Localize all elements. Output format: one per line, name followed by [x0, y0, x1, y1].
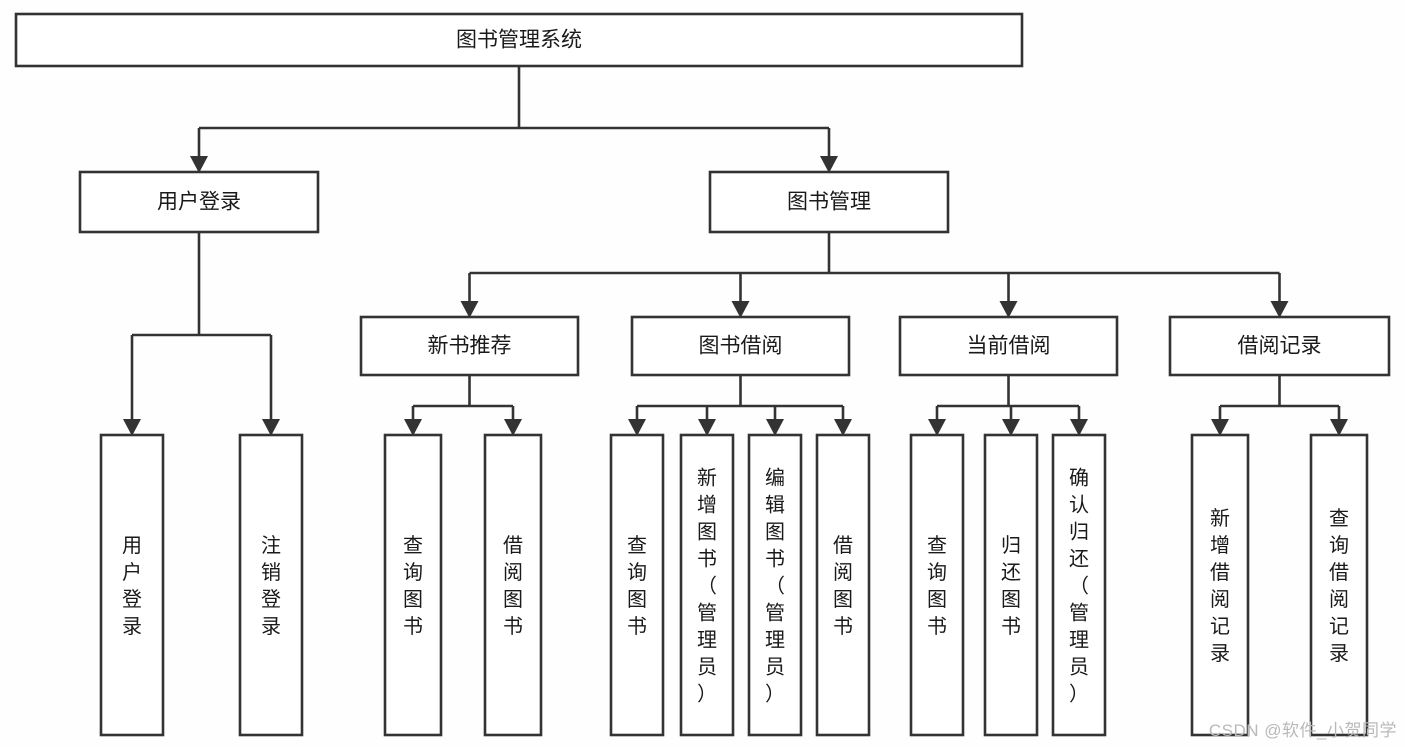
- node-borrow-record[interactable]: 借阅记录: [1168, 315, 1391, 377]
- arrow-icon-leaf-user-login: [123, 419, 141, 436]
- node-leaf-edit-book[interactable]: 编辑图书（管理员）: [747, 433, 803, 737]
- node-box-book-manage[interactable]: [708, 170, 950, 234]
- node-box-leaf-query-record[interactable]: [1309, 433, 1369, 737]
- edge-group-book-borrow: [628, 375, 852, 436]
- node-label-leaf-edit-book: 编辑图书（管理员）: [765, 467, 785, 706]
- arrow-icon-leaf-borrow-book-bw: [834, 419, 852, 436]
- node-label-new-book-rec: 新书推荐: [428, 335, 512, 358]
- node-box-leaf-query-book-bw[interactable]: [609, 433, 665, 737]
- arrow-icon-book-manage: [820, 156, 838, 173]
- node-label-root: 图书管理系统: [456, 29, 582, 52]
- node-label-borrow-record: 借阅记录: [1238, 335, 1322, 358]
- edge-group-current-borrow: [928, 375, 1088, 436]
- node-box-leaf-edit-book[interactable]: [747, 433, 803, 737]
- node-label-current-borrow: 当前借阅: [967, 335, 1051, 358]
- node-box-borrow-record[interactable]: [1168, 315, 1391, 377]
- arrow-icon-leaf-edit-book: [766, 419, 784, 436]
- node-book-borrow[interactable]: 图书借阅: [630, 315, 851, 377]
- node-leaf-query-book-cur[interactable]: 查询图书: [909, 433, 965, 737]
- node-leaf-add-record[interactable]: 新增借阅记录: [1190, 433, 1250, 737]
- node-label-leaf-query-record: 查询借阅记录: [1329, 507, 1349, 665]
- arrow-icon-borrow-record: [1270, 301, 1289, 318]
- arrow-icon-leaf-query-book-bw: [628, 419, 646, 436]
- node-label-leaf-add-book: 新增图书（管理员）: [697, 467, 717, 706]
- connector-layer: [123, 66, 1348, 436]
- node-leaf-return-book[interactable]: 归还图书: [983, 433, 1039, 737]
- node-box-leaf-add-record[interactable]: [1190, 433, 1250, 737]
- arrow-icon-leaf-add-book: [698, 419, 716, 436]
- node-label-leaf-query-book-cur: 查询图书: [927, 534, 947, 638]
- node-leaf-borrow-book-rec[interactable]: 借阅图书: [483, 433, 543, 737]
- node-label-leaf-borrow-book-rec: 借阅图书: [503, 534, 523, 638]
- arrow-icon-leaf-query-record: [1330, 419, 1348, 436]
- node-box-leaf-logout[interactable]: [238, 433, 304, 737]
- edge-group-user-login: [123, 232, 280, 436]
- node-label-leaf-query-book-rec: 查询图书: [403, 534, 423, 638]
- node-leaf-query-book-bw[interactable]: 查询图书: [609, 433, 665, 737]
- node-new-book-rec[interactable]: 新书推荐: [359, 315, 580, 377]
- node-label-book-manage: 图书管理: [787, 191, 871, 214]
- node-box-leaf-query-book-cur[interactable]: [909, 433, 965, 737]
- edge-group-book-manage: [460, 232, 1289, 318]
- node-box-leaf-borrow-book-rec[interactable]: [483, 433, 543, 737]
- edge-group-root: [190, 66, 838, 173]
- node-label-leaf-user-login: 用户登录: [122, 535, 142, 638]
- node-leaf-confirm-return[interactable]: 确认归还（管理员）: [1051, 433, 1107, 737]
- arrow-icon-book-borrow: [731, 301, 750, 318]
- node-leaf-user-login[interactable]: 用户登录: [99, 433, 165, 737]
- arrow-icon-current-borrow: [999, 301, 1018, 318]
- node-label-leaf-confirm-return: 确认归还（管理员）: [1069, 467, 1089, 706]
- arrow-icon-leaf-query-book-rec: [404, 419, 422, 436]
- edge-group-borrow-record: [1211, 375, 1348, 436]
- arrow-icon-leaf-add-record: [1211, 419, 1229, 436]
- arrow-icon-leaf-borrow-book-rec: [504, 419, 522, 436]
- node-box-root[interactable]: [14, 12, 1024, 68]
- node-box-leaf-query-book-rec[interactable]: [383, 433, 443, 737]
- arrow-icon-new-book-rec: [460, 301, 479, 318]
- node-box-leaf-return-book[interactable]: [983, 433, 1039, 737]
- arrow-icon-leaf-confirm-return: [1070, 419, 1088, 436]
- arrow-icon-user-login: [190, 156, 208, 173]
- node-box-leaf-add-book[interactable]: [679, 433, 735, 737]
- node-user-login[interactable]: 用户登录: [78, 170, 320, 234]
- arrow-icon-leaf-return-book: [1002, 419, 1020, 436]
- node-box-book-borrow[interactable]: [630, 315, 851, 377]
- csdn-watermark: CSDN @软件_小贺同学: [1208, 721, 1397, 740]
- node-box-leaf-borrow-book-bw[interactable]: [815, 433, 871, 737]
- node-box-leaf-confirm-return[interactable]: [1051, 433, 1107, 737]
- node-label-leaf-return-book: 归还图书: [1001, 534, 1021, 638]
- node-layer: 图书管理系统用户登录图书管理新书推荐图书借阅当前借阅借阅记录用户登录注销登录查询…: [14, 12, 1391, 737]
- node-label-leaf-add-record: 新增借阅记录: [1210, 507, 1230, 665]
- node-root[interactable]: 图书管理系统: [14, 12, 1024, 68]
- arrow-icon-leaf-query-book-cur: [928, 419, 946, 436]
- node-label-leaf-query-book-bw: 查询图书: [627, 534, 647, 638]
- edge-group-new-book-rec: [404, 375, 522, 436]
- node-leaf-logout[interactable]: 注销登录: [238, 433, 304, 737]
- node-label-user-login: 用户登录: [157, 191, 241, 214]
- arrow-icon-leaf-logout: [262, 419, 280, 436]
- node-leaf-query-book-rec[interactable]: 查询图书: [383, 433, 443, 737]
- node-label-leaf-logout: 注销登录: [261, 534, 281, 638]
- node-book-manage[interactable]: 图书管理: [708, 170, 950, 234]
- node-leaf-add-book[interactable]: 新增图书（管理员）: [679, 433, 735, 737]
- node-box-leaf-user-login[interactable]: [99, 433, 165, 737]
- node-label-book-borrow: 图书借阅: [699, 335, 783, 358]
- node-box-new-book-rec[interactable]: [359, 315, 580, 377]
- node-label-leaf-borrow-book-bw: 借阅图书: [833, 534, 853, 638]
- node-box-user-login[interactable]: [78, 170, 320, 234]
- node-current-borrow[interactable]: 当前借阅: [898, 315, 1119, 377]
- node-box-current-borrow[interactable]: [898, 315, 1119, 377]
- node-leaf-query-record[interactable]: 查询借阅记录: [1309, 433, 1369, 737]
- node-leaf-borrow-book-bw[interactable]: 借阅图书: [815, 433, 871, 737]
